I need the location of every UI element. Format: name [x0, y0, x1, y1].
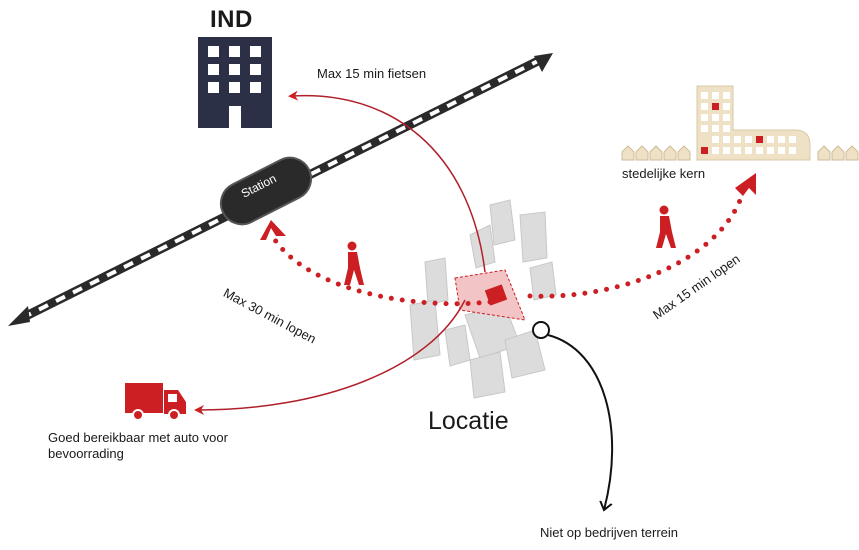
walk-right-arrowhead: [735, 173, 756, 196]
walk-left-arrowhead: [260, 220, 286, 240]
pedestrian-icon: [656, 205, 676, 248]
project-site: [454, 269, 526, 321]
city-core-icon: [696, 85, 811, 161]
surrounding-buildings: [409, 199, 557, 399]
office-building-icon: [198, 37, 272, 128]
industrial-label: Niet op bedrijven terrein: [540, 525, 679, 540]
walk-route-left: [272, 237, 493, 307]
car-label-line2: bevoorrading: [48, 446, 124, 461]
delivery-truck-icon: [125, 383, 186, 421]
core-label: stedelijke kern: [622, 166, 706, 181]
pedestrian-icon: [344, 241, 364, 285]
car-label-line1: Goed bereikbaar met auto voor: [48, 430, 228, 445]
ind-title: IND: [210, 6, 253, 33]
station-icon: [219, 156, 313, 226]
car-route-arc: [194, 299, 466, 415]
location-label: Locatie: [428, 407, 509, 435]
railway-arrowhead-right: [534, 53, 553, 72]
bike-route-arc: [288, 90, 486, 273]
location-marker: [532, 321, 550, 339]
walk-route-right: [527, 192, 745, 299]
industrial-arrow: [547, 334, 614, 510]
railway-arrowhead-left: [8, 306, 30, 326]
bike-label: Max 15 min fietsen: [317, 66, 427, 81]
houses-icon: [621, 145, 859, 161]
